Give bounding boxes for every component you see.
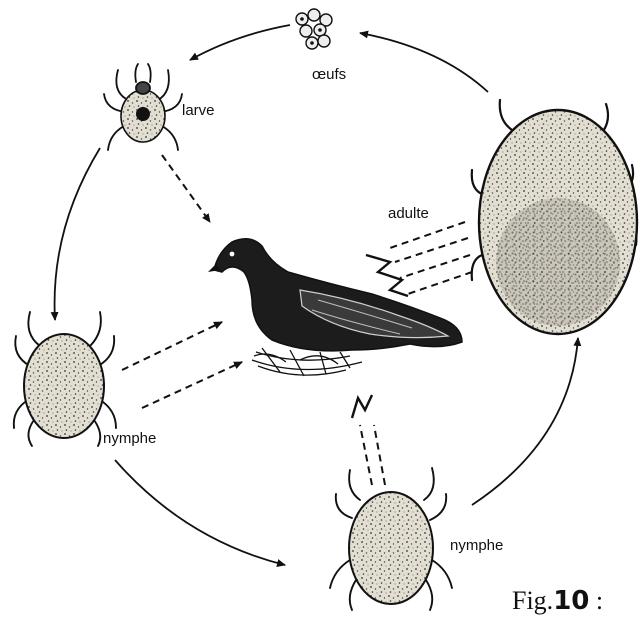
nymph-feeding-arrow-1 [122,322,222,370]
arrow-adult-to-eggs [360,33,488,92]
nymph-tick-icon [330,468,452,610]
nest [252,348,362,376]
adult-bite-zigzag [366,255,408,296]
nymph-feeding-arrow-2 [142,362,242,408]
nymph-feeding-line-1 [360,425,372,485]
label-eggs: œufs [312,66,346,83]
caption-suffix: : [589,586,603,615]
label-nymph-bottom: nymphe [450,537,503,554]
adult-feeding-line-1 [390,222,465,248]
label-nymph-left: nymphe [103,430,156,447]
adult-feeding-line-3 [400,255,470,278]
egg-cluster-icon [296,9,332,49]
pigeon-eye [230,252,235,257]
larva-tick-icon [104,64,182,150]
figure-caption: Fig.10 : [512,586,603,616]
caption-prefix: Fig. [512,586,553,615]
arrow-larva-to-nymph [55,148,100,320]
nymph-bite-zigzag [352,395,372,418]
arrow-nymph-to-nymph [115,460,285,565]
caption-number: 10 [553,586,589,616]
arrow-eggs-to-larva [190,25,290,60]
nymph-tick-icon [14,312,116,446]
nymph-feeding-line-2 [374,425,385,485]
label-adult: adulte [388,205,429,222]
label-larva: larve [182,102,215,119]
larva-feeding-arrow [162,155,210,222]
pigeon-icon [208,239,462,376]
adult-tick-icon [472,100,637,334]
arrow-nymph-to-adult [472,338,578,505]
adult-feeding-line-4 [405,272,472,295]
